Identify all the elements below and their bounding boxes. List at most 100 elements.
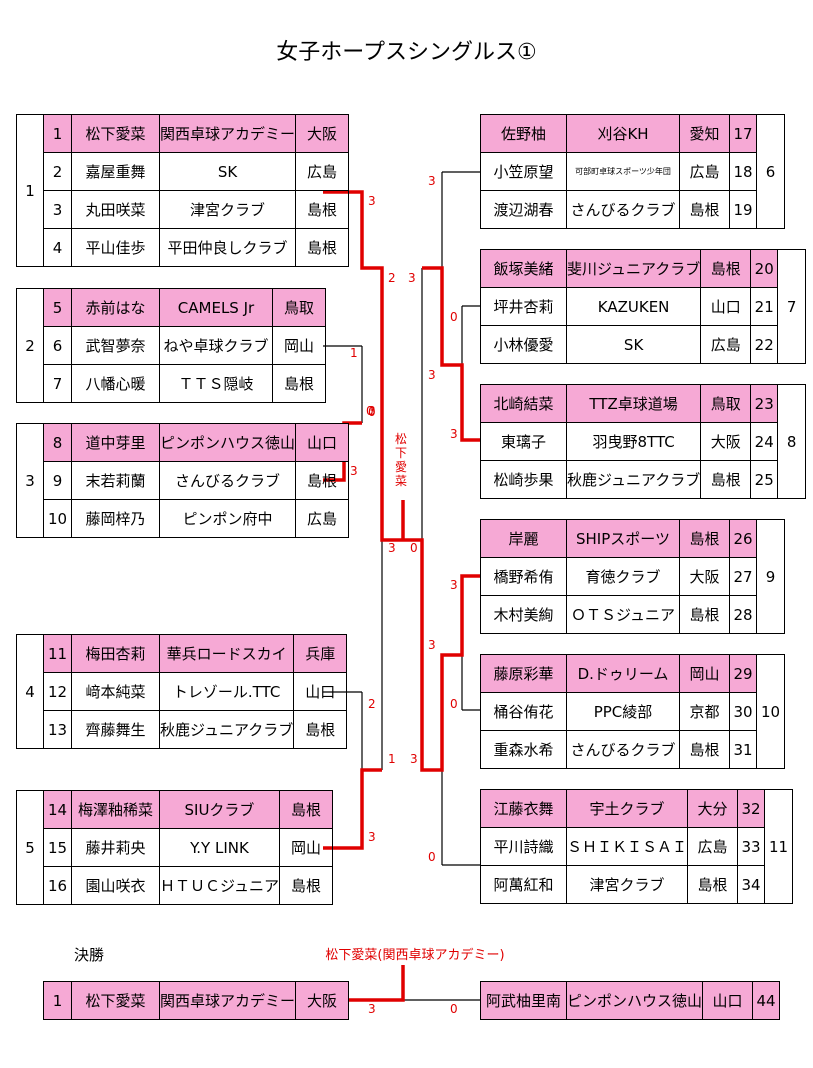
player-club: CAMELS Jr [159,288,273,327]
player-club: 華兵ロードスカイ [158,634,295,673]
player-club: 関西卓球アカデミー [158,981,297,1020]
player-pref: 愛知 [679,114,730,153]
winner-char: 松 [394,432,407,446]
player-club: 羽曳野8TTC [565,422,702,461]
player-pref: 島根 [278,790,333,829]
player-number: 12 [43,672,72,711]
player-number: 7 [43,364,72,403]
group-number: 5 [16,790,44,905]
player-row: 岸麗 SHIPスポーツ 島根 26 9 [480,519,785,634]
group-number: 7 [777,249,807,364]
score: 0 [450,310,458,324]
player-club: 秋鹿ジュニアクラブ [158,710,295,749]
player-club: PPC綾部 [566,692,680,731]
player-pref: 大阪 [295,981,350,1020]
player-pref: 島根 [293,710,348,749]
player-row: 藤原彩華 D.ドゥリーム 岡山 29 10 [480,654,785,769]
player-club: 育徳クラブ [566,557,680,596]
player-row: 7 八幡心暖 ＴＴＳ隠岐 島根 [17,364,326,403]
player-name: 小笠原望 [480,152,567,191]
group-table-10: 藤原彩華 D.ドゥリーム 岡山 29 10 桶谷侑花 PPC綾部 京都 30 重… [480,654,785,769]
player-name: 齊藤舞生 [71,710,160,749]
player-pref: 鳥取 [272,288,326,327]
player-row: 10 藤岡梓乃 ピンポン府中 広島 [17,499,350,538]
player-club: 平田仲良しクラブ [158,228,297,267]
player-number: 11 [43,634,72,673]
group-table-8: 北崎結菜 TTZ卓球道場 鳥取 23 8 東璃子 羽曳野8TTC 大阪 24 松… [480,384,807,499]
player-club: さんびるクラブ [566,190,680,229]
champion-label: 松下愛菜(関西卓球アカデミー) [325,948,505,963]
player-club: SK [158,152,297,191]
player-pref: 島根 [295,190,350,229]
player-name: 岸麗 [480,519,567,558]
player-number: 23 [750,384,779,423]
player-pref: 島根 [679,730,730,769]
player-number: 15 [43,828,72,867]
group-number: 10 [756,654,785,769]
player-pref: 広島 [295,152,350,191]
player-pref: 兵庫 [293,634,348,673]
player-number: 31 [729,730,757,769]
player-row: 6 武智夢奈 ねや卓球クラブ 岡山 [17,326,326,365]
player-name: 坪井杏莉 [480,287,567,326]
player-number: 9 [43,461,72,500]
player-name: 藤原彩華 [480,654,567,693]
player-row: 2 5 赤前はな CAMELS Jr 鳥取 [16,288,326,403]
player-row: 江藤衣舞 宇土クラブ 大分 32 11 [480,789,794,904]
player-name: 重森水希 [480,730,567,769]
score: 0 [368,405,376,419]
player-club: さんびるクラブ [158,461,297,500]
player-pref: 山口 [702,981,754,1020]
score: 3 [428,638,436,652]
player-club: ＴＴＳ隠岐 [159,364,273,403]
player-row: 松崎歩果 秋鹿ジュニアクラブ 島根 25 [480,460,806,499]
group-number: 11 [764,789,794,904]
player-name: 丸田咲菜 [71,190,160,229]
player-pref: 島根 [679,190,730,229]
player-club: ＯＴＳジュニア [566,595,680,634]
player-pref: 京都 [679,692,730,731]
player-number: 24 [750,422,779,461]
player-name: 赤前はな [71,288,160,327]
player-row: 重森水希 さんびるクラブ 島根 31 [480,730,785,769]
player-pref: 鳥取 [700,384,752,423]
player-number: 26 [729,519,757,558]
player-pref: 岡山 [679,654,730,693]
score: 2 [388,271,396,285]
winner-vertical-label: 松 下 愛 菜 [394,432,408,488]
player-name: 松下愛菜 [71,114,160,153]
player-row: 5 14 梅澤釉稀菜 SIUクラブ 島根 [16,790,333,905]
player-name: 阿武柚里南 [480,981,567,1020]
player-name: 平川詩織 [480,827,567,866]
player-club: 可部町卓球スポーツ少年団 [566,152,680,191]
player-name: 飯塚美緒 [480,249,567,288]
player-club: SHIPスポーツ [566,519,680,558]
player-name: 阿萬紅和 [480,865,567,904]
final-label: 決勝 [74,946,105,964]
player-club: 秋鹿ジュニアクラブ [565,460,702,499]
player-name: 八幡心暖 [71,364,160,403]
player-pref: 大阪 [700,422,752,461]
player-number: 44 [752,981,781,1020]
player-club: ピンポンハウス徳山 [565,981,704,1020]
player-number: 21 [750,287,779,326]
player-row: 東璃子 羽曳野8TTC 大阪 24 [480,422,806,461]
player-number: 25 [750,460,779,499]
group-number: 6 [756,114,785,229]
player-club: ＳＨＩＫＩＳＡＩ [565,827,689,866]
player-club: 津宮クラブ [565,865,689,904]
score: 1 [350,346,358,360]
score: 0 [366,404,374,418]
player-name: 末若莉蘭 [71,461,160,500]
player-row: 2 嘉屋重舞 SK 広島 [17,152,350,191]
winner-char: 愛 [394,460,407,474]
player-name: 道中芽里 [71,423,160,462]
player-number: 19 [729,190,757,229]
player-pref: 島根 [278,866,333,905]
player-club: TTZ卓球道場 [565,384,702,423]
player-row: 佐野柚 刈谷KH 愛知 17 6 [480,114,785,229]
player-row: 13 齊藤舞生 秋鹿ジュニアクラブ 島根 [17,710,348,749]
player-club: 津宮クラブ [158,190,297,229]
player-pref: 島根 [272,364,326,403]
player-pref: 山口 [295,423,350,462]
